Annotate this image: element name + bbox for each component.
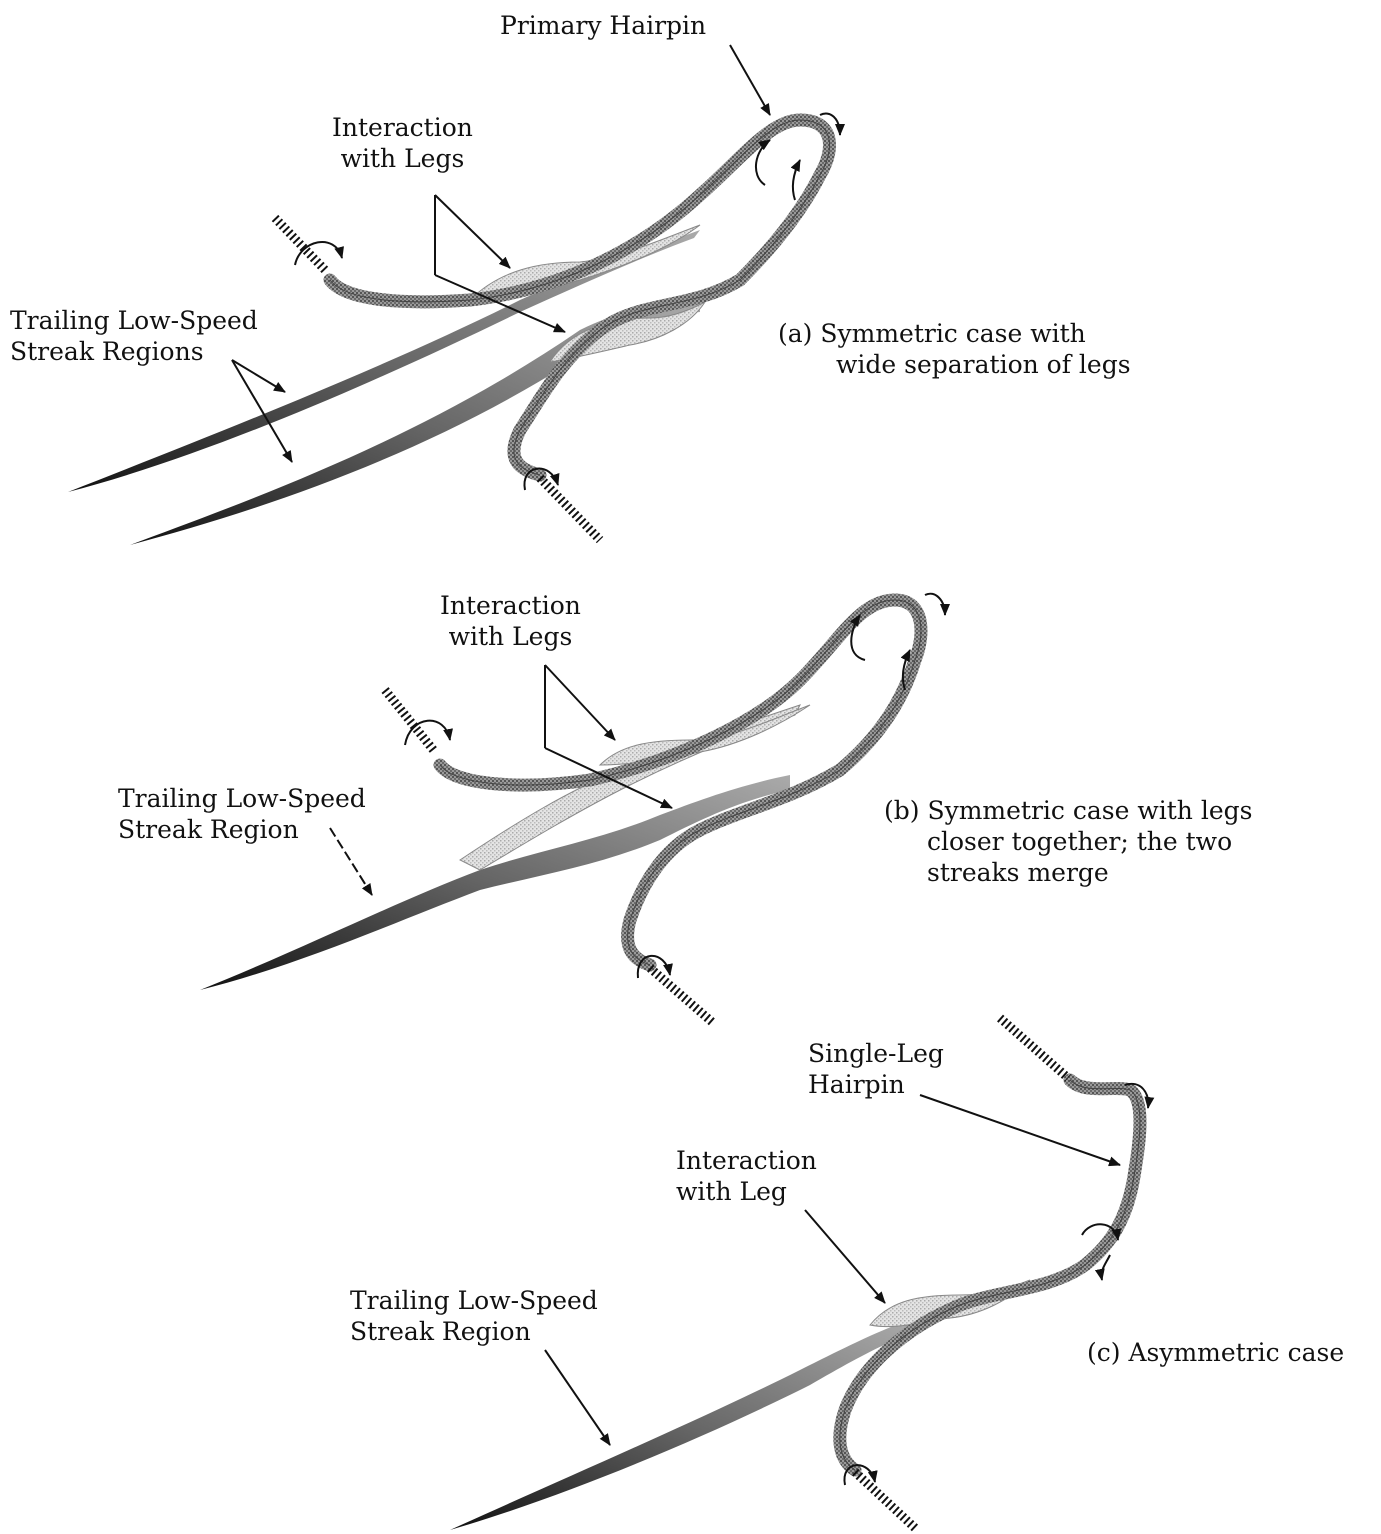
label-interaction-with-leg-c: Interaction with Leg <box>676 1145 817 1207</box>
label-trailing-streak-region-c: Trailing Low-Speed Streak Region <box>350 1285 598 1347</box>
label-interaction-with-legs-b: Interaction with Legs <box>440 590 581 652</box>
panel-a-hatch-left <box>275 218 325 270</box>
label-primary-hairpin: Primary Hairpin <box>500 10 706 41</box>
panel-c-hatch-bottom <box>855 1472 915 1528</box>
panel-b-hatch-bottom <box>650 968 712 1022</box>
panel-c-hatch-top <box>1000 1018 1068 1078</box>
panel-a-leader-primary <box>730 45 770 115</box>
caption-b: (b) Symmetric case with legs closer toge… <box>884 795 1252 888</box>
panel-c-drawing <box>450 1018 1148 1530</box>
panel-a-hatch-bottom <box>540 478 600 540</box>
panel-b-hairpin-tube <box>440 600 921 965</box>
panel-a-leader-interaction-1 <box>435 195 510 268</box>
label-trailing-streak-regions-a: Trailing Low-Speed Streak Regions <box>10 305 258 367</box>
panel-c-leader-interaction <box>805 1210 885 1303</box>
panel-b-leader-interaction-1 <box>545 665 615 740</box>
panel-c-hairpin-tube <box>840 1080 1140 1470</box>
panel-c-leader-trailing <box>545 1350 610 1445</box>
panel-c-rotation-arrow <box>1102 1255 1110 1280</box>
label-interaction-with-legs-a: Interaction with Legs <box>332 112 473 174</box>
panel-c-leader-single-leg <box>920 1095 1120 1165</box>
panel-b-rotation-arrow <box>925 594 945 615</box>
caption-c: (c) Asymmetric case <box>1087 1337 1344 1368</box>
caption-a: (a) Symmetric case with wide separation … <box>778 318 1131 380</box>
panel-a-rotation-arrow <box>793 160 800 200</box>
label-trailing-streak-region-b: Trailing Low-Speed Streak Region <box>118 783 366 845</box>
label-single-leg-hairpin: Single-Leg Hairpin <box>808 1038 944 1100</box>
